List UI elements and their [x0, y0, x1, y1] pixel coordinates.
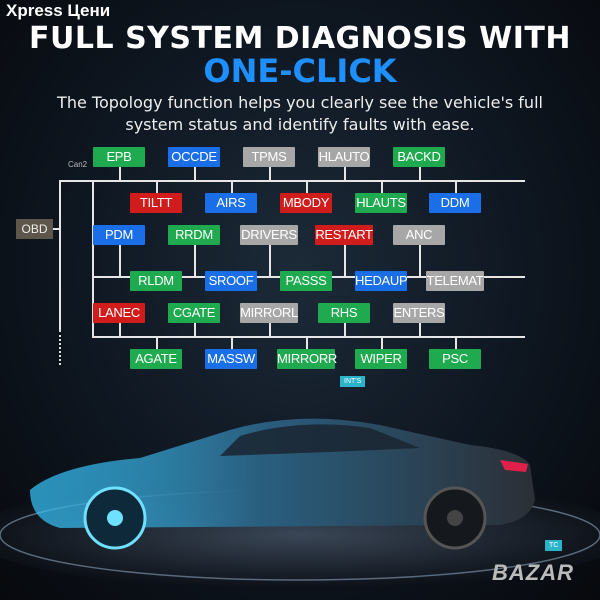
- connector: [455, 181, 457, 193]
- module-node-airs[interactable]: AIRS: [205, 193, 257, 213]
- connector: [381, 337, 383, 349]
- module-node-rrdm[interactable]: RRDM: [168, 225, 220, 245]
- connector: [119, 323, 121, 337]
- module-node-tpms[interactable]: TPMS: [243, 147, 295, 167]
- connector: [119, 245, 121, 277]
- connector: [53, 228, 59, 230]
- connector: [306, 337, 308, 349]
- tail-light: [500, 460, 528, 472]
- connector: [269, 245, 271, 277]
- car-tag: TC: [545, 540, 563, 551]
- connector: [194, 245, 196, 277]
- module-node-cgate[interactable]: CGATE: [168, 303, 220, 323]
- car-tag: INT'S: [340, 376, 366, 387]
- module-node-lanec[interactable]: LANEC: [93, 303, 145, 323]
- connector: [306, 181, 308, 193]
- connector: [269, 167, 271, 181]
- module-node-hedaup[interactable]: HEDAUP: [355, 271, 408, 291]
- module-node-hlauts[interactable]: HLAUTS: [355, 193, 407, 213]
- car-window: [220, 424, 420, 456]
- bus-line-3: [92, 336, 525, 338]
- front-wheel-hub: [107, 510, 123, 526]
- module-node-mirrorl[interactable]: MIRRORL: [240, 303, 298, 323]
- rear-wheel-hub: [447, 510, 463, 526]
- watermark-top: Xpress Цени: [6, 1, 111, 20]
- trunk-line: [59, 180, 61, 330]
- title-line-1: FULL SYSTEM DIAGNOSIS WITH: [29, 21, 571, 56]
- module-node-telemat[interactable]: TELEMAT: [426, 271, 484, 291]
- connector: [156, 337, 158, 349]
- module-node-mirrorr[interactable]: MIRRORR: [277, 349, 337, 369]
- module-node-ddm[interactable]: DDM: [429, 193, 481, 213]
- module-node-epb[interactable]: EPB: [93, 147, 145, 167]
- connector: [344, 167, 346, 181]
- connector: [419, 167, 421, 181]
- watermark-bottom: BAZAR: [492, 560, 574, 585]
- subtitle-line-1: The Topology function helps you clearly …: [57, 93, 543, 112]
- connector: [231, 337, 233, 349]
- title-line-2: ONE-CLICK: [203, 52, 397, 90]
- module-node-rldm[interactable]: RLDM: [130, 271, 182, 291]
- module-node-pdm[interactable]: PDM: [93, 225, 145, 245]
- module-node-tiltt[interactable]: TILTT: [130, 193, 182, 213]
- connector: [455, 337, 457, 349]
- car-illustration: [0, 418, 600, 590]
- obd-node[interactable]: OBD: [16, 219, 53, 239]
- module-node-anc[interactable]: ANC: [393, 225, 445, 245]
- module-node-occde[interactable]: OCCDE: [168, 147, 220, 167]
- bus-line-1: [59, 180, 525, 182]
- connector: [194, 323, 196, 337]
- module-node-psc[interactable]: PSC: [429, 349, 481, 369]
- module-node-hlauto[interactable]: HLAUTO: [318, 147, 370, 167]
- module-node-restart[interactable]: RESTART: [315, 225, 373, 245]
- connector: [156, 181, 158, 193]
- connector: [381, 181, 383, 193]
- subtitle-line-2: system status and identify faults with e…: [125, 115, 475, 134]
- trunk-dotted: [59, 330, 61, 365]
- module-node-drivers[interactable]: DRIVERS: [240, 225, 298, 245]
- bus-label: Can2: [68, 160, 88, 169]
- connector: [419, 245, 421, 277]
- module-node-sroof[interactable]: SROOF: [205, 271, 257, 291]
- module-node-rhs[interactable]: RHS: [318, 303, 370, 323]
- connector: [419, 323, 421, 337]
- module-node-mbody[interactable]: MBODY: [280, 193, 332, 213]
- connector: [194, 167, 196, 181]
- bus-vertical: [92, 180, 94, 337]
- module-node-passs[interactable]: PASSS: [280, 271, 332, 291]
- connector: [231, 181, 233, 193]
- connector: [119, 167, 121, 181]
- module-node-massw[interactable]: MASSW: [205, 349, 257, 369]
- connector: [269, 323, 271, 337]
- module-node-agate[interactable]: AGATE: [130, 349, 182, 369]
- module-node-backd[interactable]: BACKD: [393, 147, 445, 167]
- module-node-enters[interactable]: ENTERS: [393, 303, 445, 323]
- connector: [344, 323, 346, 337]
- module-node-wiper[interactable]: WIPER: [355, 349, 407, 369]
- connector: [344, 245, 346, 277]
